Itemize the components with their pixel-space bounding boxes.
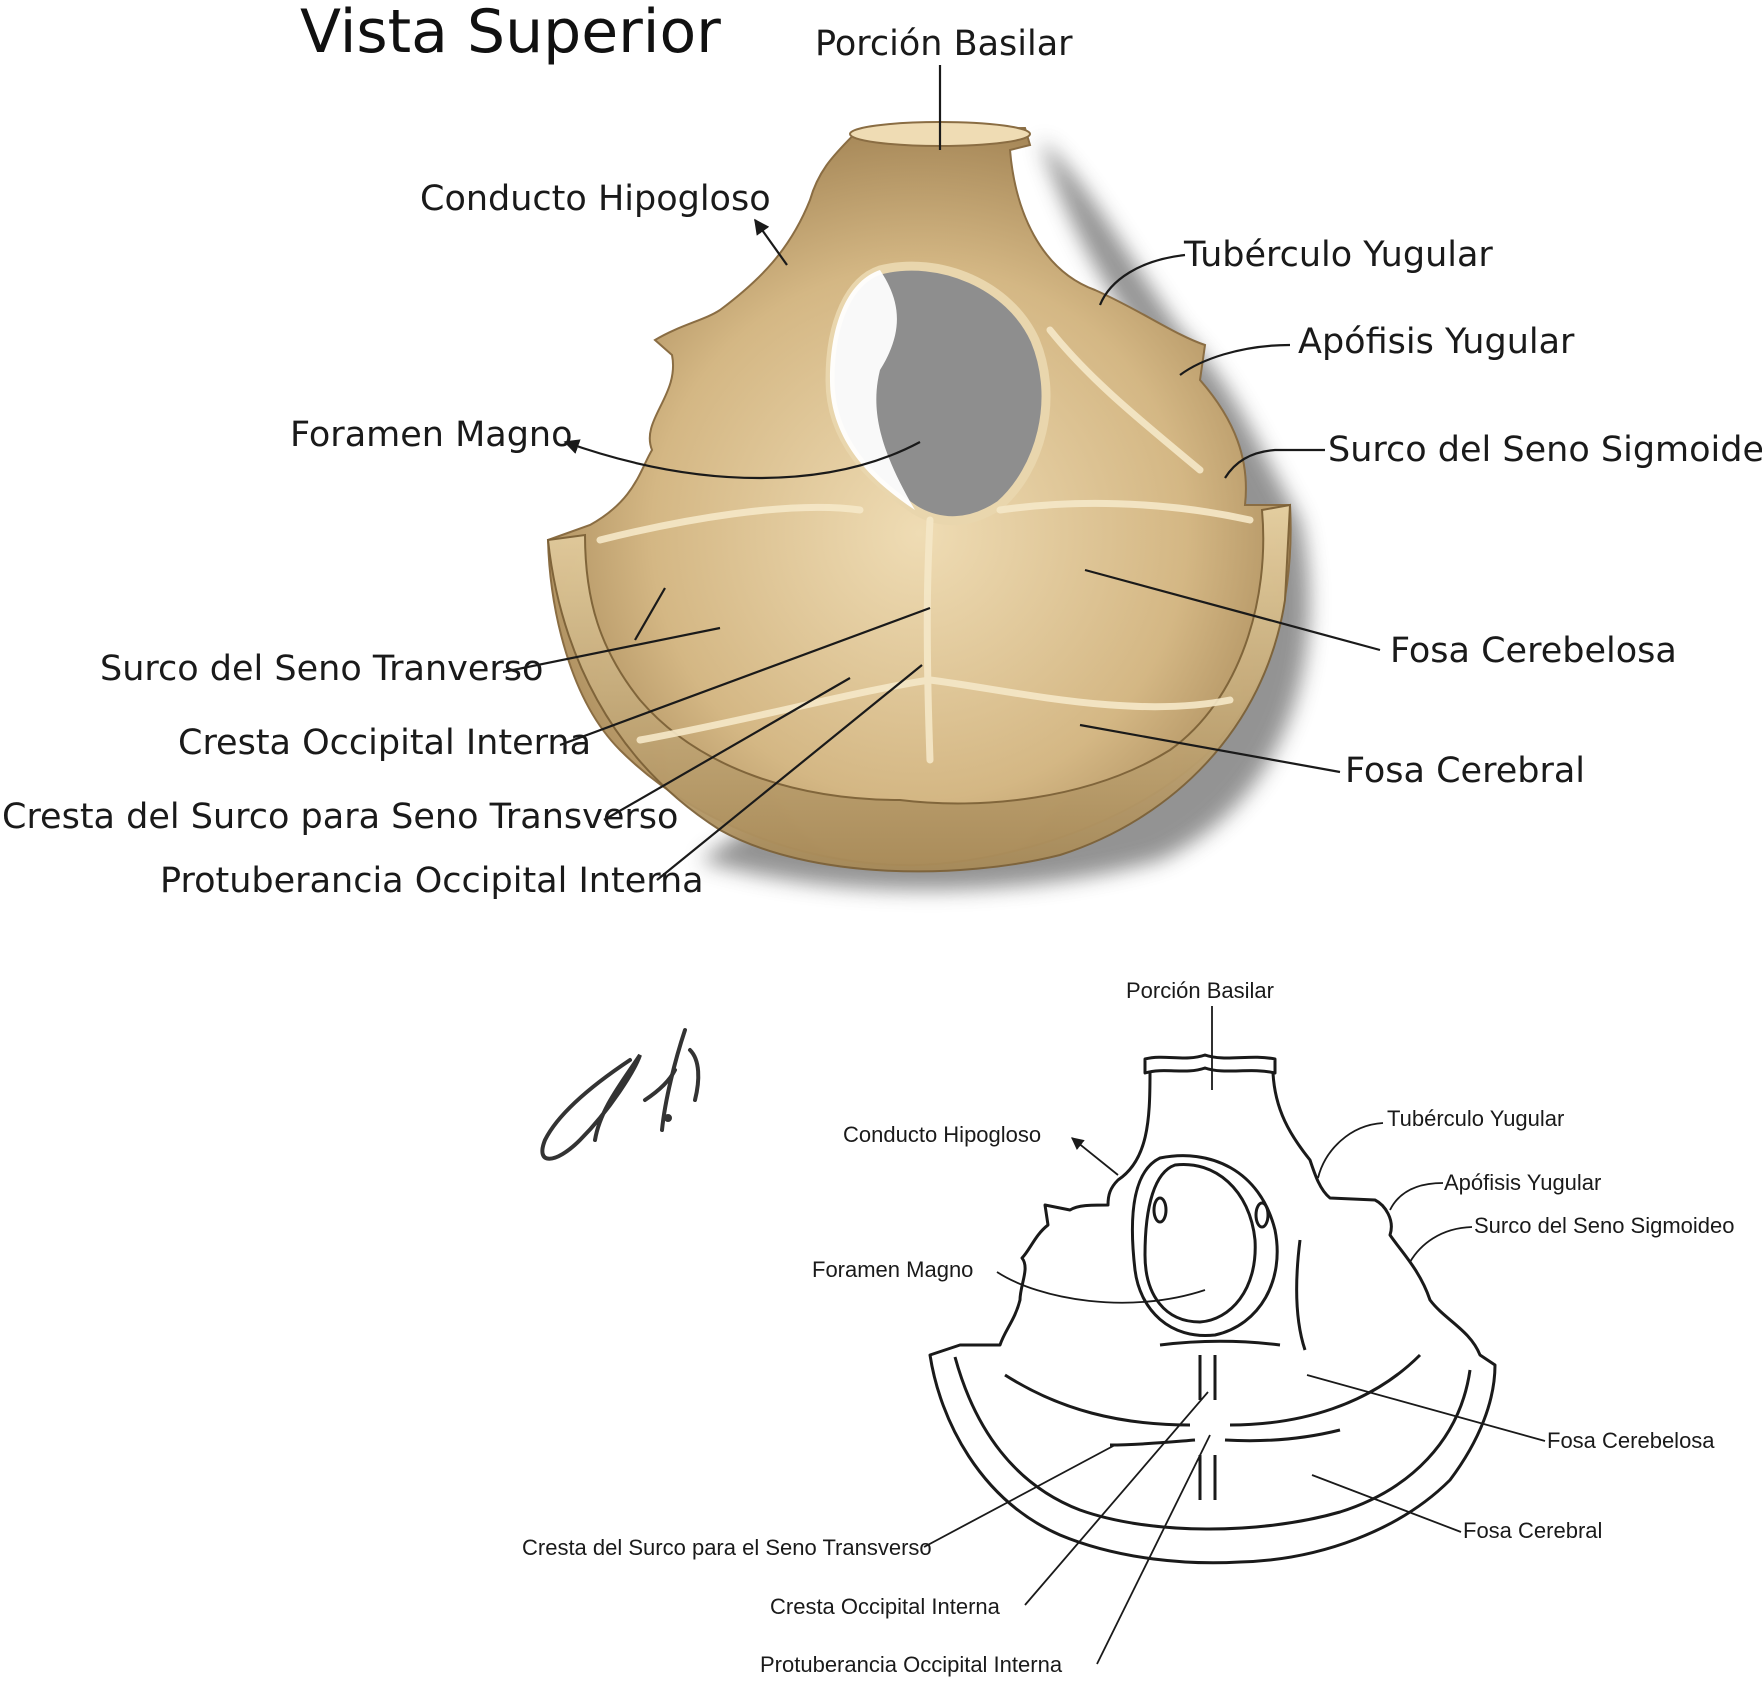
label-apofisis-yugular: Apófisis Yugular [1298, 322, 1575, 362]
ld-foramen-inner [1143, 1162, 1257, 1324]
label-cresta-occipital-interna: Cresta Occipital Interna [178, 723, 592, 763]
ld-leader-fosa-cerebelosa [1306, 1374, 1546, 1442]
ld-transverse-right-2 [1224, 1428, 1341, 1443]
ld-leader-cresta-occ [1024, 1391, 1209, 1606]
leader-cresta-occ-interna [559, 606, 931, 747]
signature-mark [540, 1028, 701, 1161]
ld-leader-foramen-magno [996, 1271, 1206, 1304]
ld-foramen-ring [1159, 1339, 1281, 1347]
ld-leader-seno-sigmoideo [1409, 1226, 1473, 1263]
ld-label-porcion-basilar: Porción Basilar [1126, 978, 1274, 1003]
label-conducto-hipogloso: Conducto Hipogloso [420, 179, 771, 219]
ld-basilar-top [1143, 1053, 1277, 1075]
ld-condyle-right [1254, 1201, 1270, 1229]
ld-transverse-left [1004, 1373, 1191, 1427]
ld-leader-conducto-hipogloso [1071, 1137, 1119, 1176]
leader-tuberculo-yugular [1098, 253, 1186, 306]
ld-label-tuberculo-yugular: Tubérculo Yugular [1387, 1106, 1565, 1131]
ld-sigmoid-right [1295, 1239, 1307, 1351]
leader-apofisis-yugular [1179, 343, 1291, 376]
top-leader-lines [502, 65, 1381, 881]
ld-condyle-left [1152, 1196, 1168, 1224]
ld-label-foramen-magno: Foramen Magno [812, 1257, 974, 1282]
label-foramen-magno: Foramen Magno [290, 415, 573, 455]
ld-label-fosa-cerebral: Fosa Cerebral [1463, 1518, 1603, 1543]
ld-leader-fosa-cerebral [1311, 1474, 1462, 1533]
bone-illustration [546, 121, 1310, 890]
bone-rim [546, 503, 1292, 873]
foramen-magno-inner [830, 270, 915, 510]
label-surco-seno-tranverso: Surco del Seno Tranverso [100, 649, 544, 689]
leader-foramen-magno [563, 439, 921, 480]
ld-label-surco-seno-sigmoideo: Surco del Seno Sigmoideo [1474, 1213, 1735, 1238]
ld-leader-protuberancia [1096, 1434, 1211, 1665]
label-tuberculo-yugular: Tubérculo Yugular [1184, 235, 1493, 275]
ld-leader-cresta-surco [923, 1444, 1116, 1548]
leader-conducto-hipogloso [754, 218, 788, 266]
page-title: Vista Superior [300, 0, 721, 67]
leader-fosa-cerebelosa [1084, 568, 1381, 652]
bottom-leader-lines [923, 1006, 1546, 1665]
line-drawing [928, 1053, 1497, 1565]
leader-fosa-cerebral [1079, 723, 1341, 774]
ld-leader-apofisis-yugular [1389, 1182, 1444, 1211]
ld-transverse-right [1229, 1353, 1422, 1427]
label-fosa-cerebelosa: Fosa Cerebelosa [1390, 631, 1677, 671]
ld-label-protuberancia-occipital-interna: Protuberancia Occipital Interna [760, 1652, 1063, 1677]
leader-seno-tranverso [502, 626, 721, 674]
label-cresta-surco-seno-transverso: Cresta del Surco para Seno Transverso [2, 797, 679, 837]
leader-protuberancia [656, 664, 923, 881]
ld-leader-tuberculo-yugular [1317, 1122, 1384, 1179]
ld-label-cresta-occipital-interna: Cresta Occipital Interna [770, 1594, 1000, 1619]
ld-foramen-outer [1130, 1154, 1279, 1338]
label-fosa-cerebral: Fosa Cerebral [1345, 751, 1586, 791]
bone-ridges [596, 326, 1254, 764]
label-porcion-basilar: Porción Basilar [815, 24, 1073, 64]
label-protuberancia-occipital-interna: Protuberancia Occipital Interna [160, 861, 704, 901]
ld-label-conducto-hipogloso: Conducto Hipogloso [843, 1122, 1042, 1147]
leader-cresta-surco [603, 677, 851, 821]
label-surco-seno-sigmoideo: Surco del Seno Sigmoideo [1328, 430, 1762, 470]
leader-seno-tranverso-b [634, 587, 666, 641]
ld-transverse-left-2 [1109, 1438, 1196, 1447]
ld-label-fosa-cerebelosa: Fosa Cerebelosa [1547, 1428, 1715, 1453]
ld-outline [928, 1072, 1497, 1565]
ld-label-cresta-surco-seno-transverso: Cresta del Surco para el Seno Transverso [522, 1535, 932, 1560]
leader-seno-sigmoideo [1224, 448, 1325, 479]
ld-label-apofisis-yugular: Apófisis Yugular [1444, 1170, 1602, 1195]
ld-inner-rim [953, 1356, 1472, 1531]
